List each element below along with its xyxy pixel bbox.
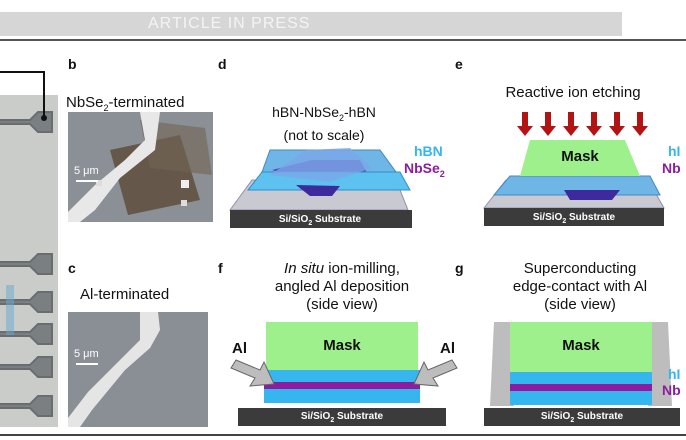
al-right-g — [648, 322, 672, 406]
panel-e-substrate-label: Si/SiO2 Substrate — [532, 212, 616, 225]
panel-d-nbse2-label: NbSe2 — [404, 160, 445, 179]
panel-d-hbn-label: hBN — [414, 143, 443, 159]
mask-e — [520, 140, 640, 176]
al-left-g — [490, 322, 514, 406]
panel-f-substrate-label: Si/SiO2 Substrate — [300, 411, 384, 424]
panel-c-scalebar — [76, 363, 98, 365]
al-arrow-right — [413, 359, 458, 387]
etching-arrows — [517, 112, 648, 136]
hbn-bottom-f — [264, 389, 420, 403]
header-rule — [0, 39, 686, 41]
mask-f — [266, 322, 418, 370]
panel-g-substrate-label: Si/SiO2 Substrate — [540, 411, 624, 424]
panel-c-title: Al-terminated — [80, 286, 170, 303]
panel-label-f: f — [218, 260, 223, 276]
panel-f-al-left-label: Al — [232, 340, 247, 357]
panel-g-hbn-label: hI — [668, 366, 681, 382]
substrate-f — [238, 408, 446, 426]
panel-c-scale-label: 5 μm — [74, 348, 99, 360]
panel-b-contact — [68, 112, 160, 222]
panel-a-callout-dot — [41, 115, 47, 121]
banner-text: ARTICLE IN PRESS — [148, 15, 311, 32]
panel-label-b: b — [68, 56, 77, 72]
al-arrow-left — [230, 359, 275, 387]
panel-d-substrate-label: Si/SiO2 Substrate — [278, 214, 362, 227]
substrate-g — [484, 408, 680, 426]
panel-c-contact — [68, 312, 160, 427]
panel-f-schematic — [230, 322, 458, 426]
panel-a-contacts — [0, 111, 53, 417]
panel-b-scalebar — [76, 180, 98, 182]
panel-e-schematic — [482, 112, 665, 226]
panel-label-c: c — [68, 260, 76, 276]
mask-g — [510, 322, 652, 372]
panel-a-callout-line — [0, 71, 45, 118]
panel-g-mask-label: Mask — [562, 337, 600, 354]
panel-f-mask-label: Mask — [323, 337, 361, 354]
panel-g-schematic — [484, 322, 680, 426]
panel-e-title: Reactive ion etching — [505, 84, 641, 101]
panel-g-nb-label: Nb — [662, 382, 681, 398]
panel-b-title: NbSe2-terminated — [66, 94, 185, 113]
substrate-d — [230, 210, 412, 228]
panel-f-al-right-label: Al — [440, 340, 455, 357]
footer-rule — [0, 434, 686, 436]
panel-b-scale-label: 5 μm — [74, 165, 99, 177]
panel-e-mask-label: Mask — [561, 148, 599, 165]
panel-label-e: e — [455, 56, 463, 72]
panel-g-title: Superconducting edge-contact with Al (si… — [512, 260, 648, 313]
panel-d-schematic — [229, 148, 412, 228]
panel-label-d: d — [218, 56, 227, 72]
panel-d-title: hBN-NbSe2-hBN (not to scale) — [272, 104, 376, 143]
substrate-e — [484, 208, 664, 226]
panel-e-nb-label: Nb — [662, 160, 681, 176]
nbse2-f — [264, 382, 420, 389]
panel-e-hbn-label: hI — [668, 143, 681, 159]
hbn-top-f — [264, 370, 420, 382]
article-in-press-banner: ARTICLE IN PRESS — [0, 12, 622, 36]
panel-a-flake — [6, 285, 14, 335]
panel-f-title: In situ ion-milling, angled Al depositio… — [274, 260, 410, 313]
panel-label-g: g — [455, 260, 464, 276]
